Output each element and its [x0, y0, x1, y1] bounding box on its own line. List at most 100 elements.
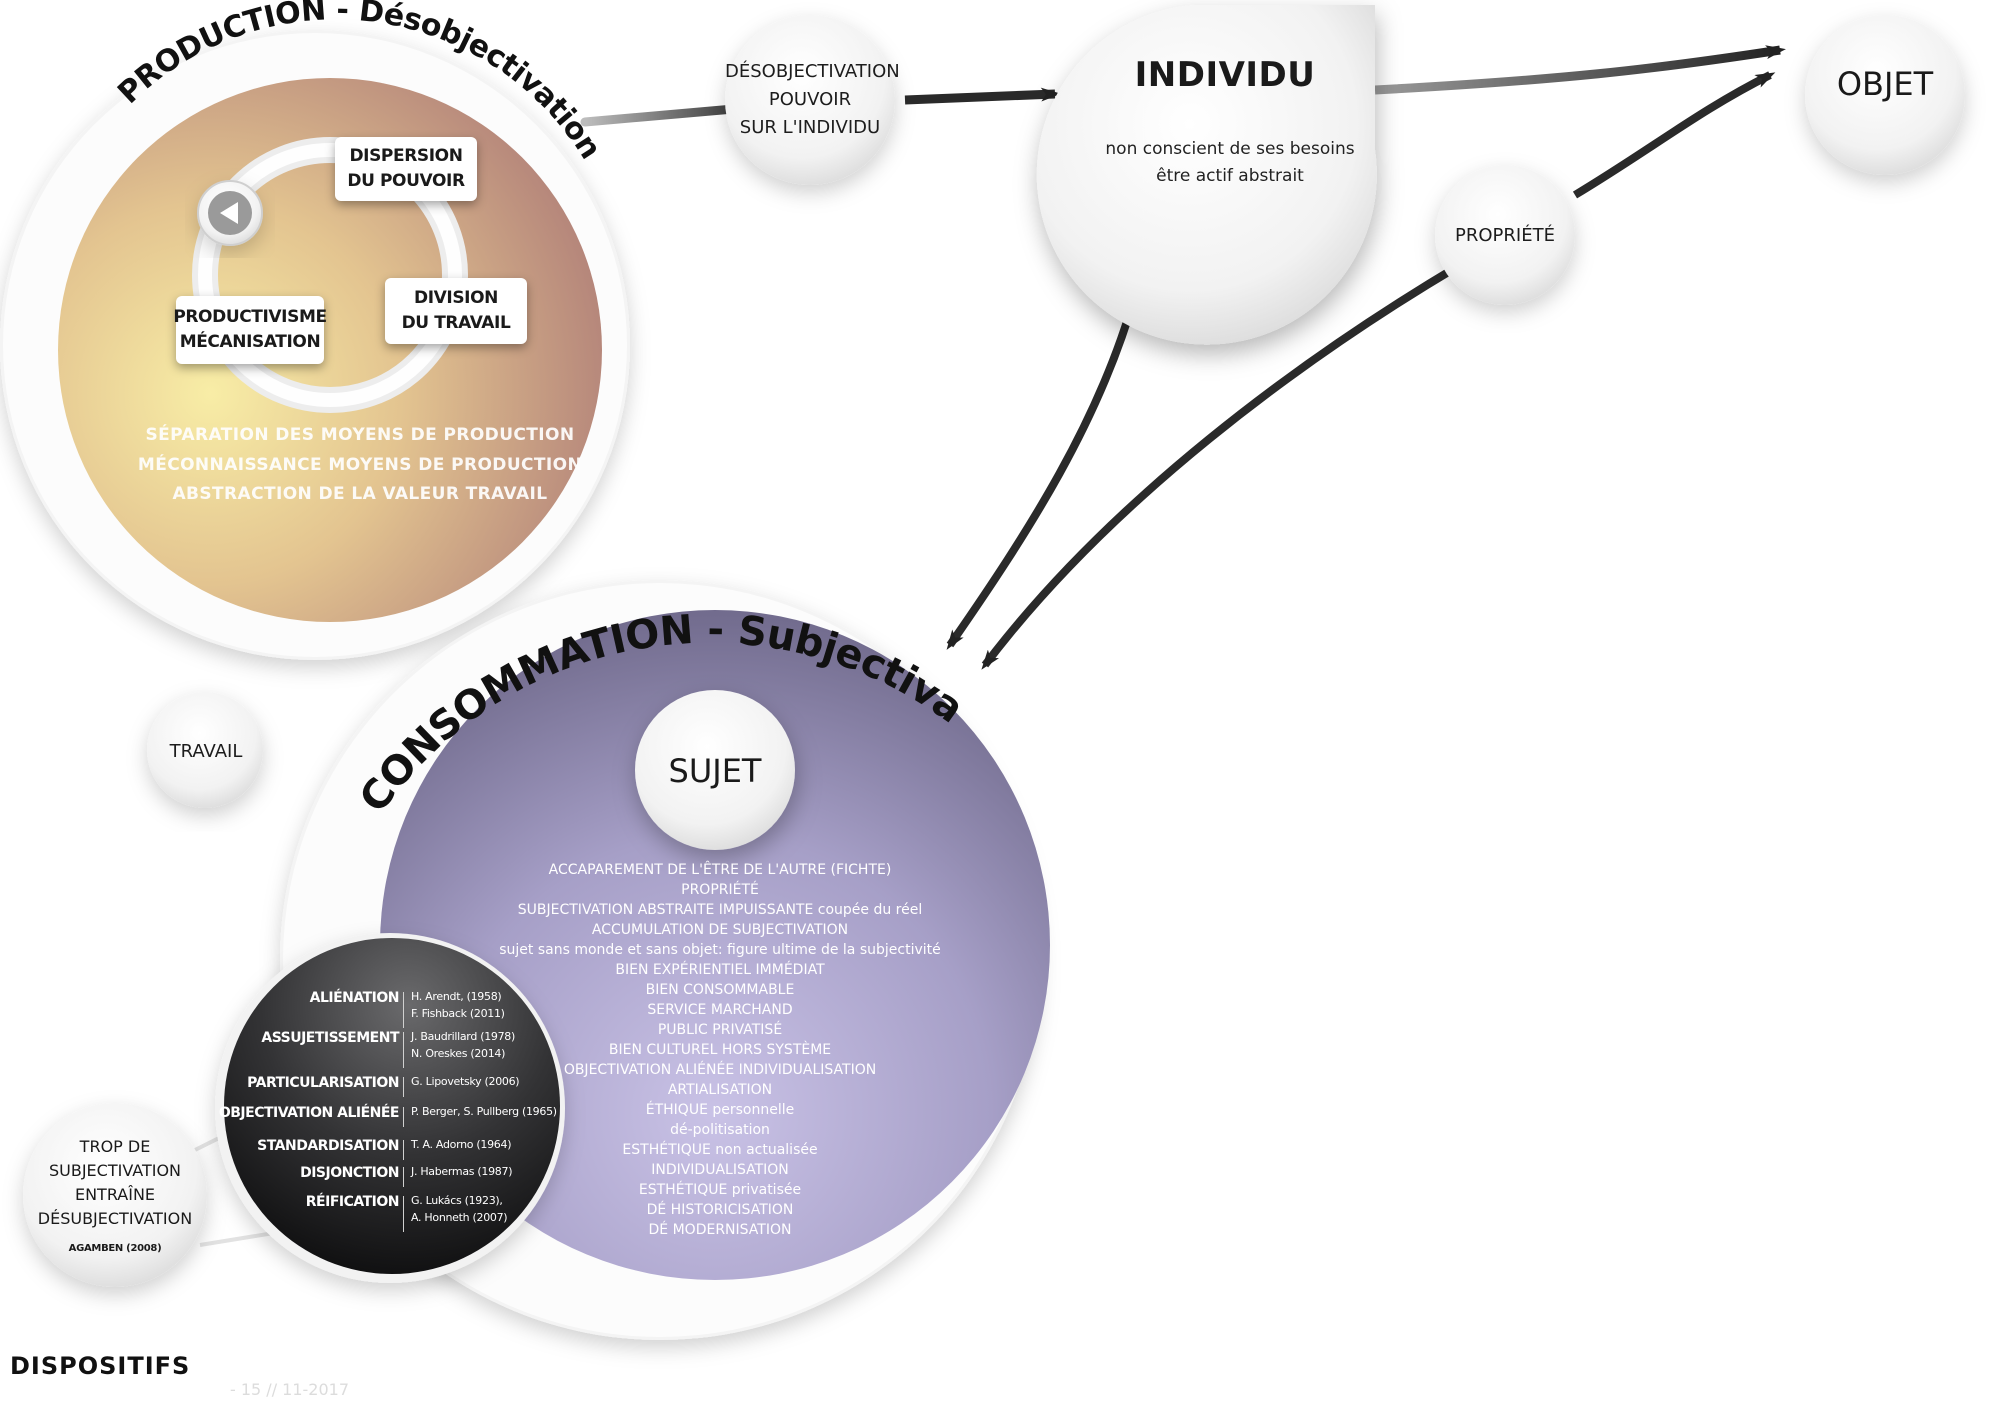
sujet-title: SUJET — [668, 752, 762, 790]
dark-row-ref: F. Fishback (2011) — [411, 1007, 505, 1020]
production-list-item: SÉPARATION DES MOYENS DE PRODUCTION — [145, 425, 575, 445]
dark-row-separator — [403, 1140, 404, 1160]
individu-line: être actif abstrait — [1156, 166, 1304, 186]
connectors — [194, 45, 1786, 1247]
dark-row-term: STANDARDISATION — [257, 1138, 399, 1154]
dispositifs-label: DISPOSITIFS — [10, 1352, 191, 1380]
dark-row-refs: G. Lipovetsky (2006) — [411, 1073, 520, 1090]
dark-circle-row: ALIÉNATION H. Arendt, (1958) F. Fishback (… — [225, 990, 585, 1028]
arrow-individu-objet — [1374, 45, 1786, 95]
dark-row-term: ASSUJETISSEMENT — [261, 1030, 399, 1046]
consommation-list-item: BIEN CONSOMMABLE — [645, 982, 795, 998]
box-productivisme-label: PRODUCTIVISME MÉCANISATION — [173, 307, 327, 352]
consommation-list-item: BIEN CULTUREL HORS SYSTÈME — [608, 1042, 832, 1058]
dark-row-refs: T. A. Adorno (1964) — [411, 1136, 511, 1153]
dark-row-ref: J. Habermas (1987) — [411, 1165, 513, 1178]
dark-row-term: PARTICULARISATION — [247, 1075, 399, 1091]
consommation-list-item: ACCAPAREMENT DE L'ÊTRE DE L'AUTRE (FICHT… — [548, 862, 892, 878]
trop-disc — [23, 1103, 207, 1287]
dark-row-ref: N. Oreskes (2014) — [411, 1047, 506, 1060]
desobj-line: SUR L'INDIVIDU — [739, 117, 881, 138]
dark-row-refs: J. Habermas (1987) — [411, 1163, 513, 1180]
arrow-propriete-objet — [1572, 71, 1776, 199]
production-list-item: ABSTRACTION DE LA VALEUR TRAVAIL — [172, 484, 548, 504]
desobj-line: POUVOIR — [768, 89, 852, 110]
consommation-list-item: INDIVIDUALISATION — [651, 1162, 789, 1178]
consommation-list-item: SUBJECTIVATION ABSTRAITE IMPUISSANTE cou… — [517, 902, 923, 918]
consommation-list-item: ÉTHIQUE personnelle — [645, 1102, 795, 1118]
consommation-list-item: PROPRIÉTÉ — [681, 882, 759, 898]
sujet-disc — [635, 690, 795, 850]
propriete-label: PROPRIÉTÉ — [1455, 225, 1555, 246]
consommation-list-item: SERVICE MARCHAND — [647, 1002, 793, 1018]
dark-row-separator — [403, 1167, 404, 1187]
consommation-list: ACCAPAREMENT DE L'ÊTRE DE L'AUTRE (FICHT… — [480, 860, 960, 1240]
objet-title: OBJET — [1836, 65, 1934, 103]
footer-faint-text: - 15 // 11-2017 — [230, 1380, 350, 1399]
dark-row-term: OBJECTIVATION ALIÉNÉE — [218, 1105, 400, 1121]
production-inner-disc — [58, 78, 602, 622]
arrow-desobj-individu — [904, 87, 1061, 105]
box-division-travail: DIVISION DU TRAVAIL — [385, 278, 527, 344]
objet-disc — [1805, 15, 1965, 175]
box-productivisme: PRODUCTIVISME MÉCANISATION — [173, 296, 327, 364]
dark-circle-row: RÉIFICATION G. Lukács (1923), A. Honneth (… — [225, 1194, 585, 1232]
individu-line: non conscient de ses besoins — [1105, 139, 1355, 159]
production-list-item: MÉCONNAISSANCE MOYENS DE PRODUCTION — [137, 455, 583, 475]
dark-row-ref: G. Lipovetsky (2006) — [411, 1075, 520, 1088]
dark-row-ref: T. A. Adorno (1964) — [411, 1138, 512, 1151]
dark-row-refs: P. Berger, S. Pullberg (1965) — [411, 1103, 557, 1120]
dark-row-term: DISJONCTION — [300, 1165, 399, 1181]
individu-description: non conscient de ses besoins être actif … — [1080, 136, 1380, 190]
dark-row-ref: J. Baudrillard (1978) — [411, 1030, 515, 1043]
trop-line: ENTRAÎNE — [74, 1185, 156, 1204]
desobj-bubble-text: DÉSOBJECTIVATION POUVOIR SUR L'INDIVIDU — [725, 58, 900, 142]
dark-row-separator — [403, 1032, 404, 1068]
travail-disc — [147, 692, 263, 808]
dark-circle-row: PARTICULARISATION G. Lipovetsky (2006) — [225, 1075, 585, 1103]
consommation-list-item: ESTHÉTIQUE non actualisée — [622, 1142, 818, 1158]
consommation-list-item: OBJECTIVATION ALIÉNÉE INDIVIDUALISATION — [563, 1062, 877, 1078]
dark-row-refs: J. Baudrillard (1978) N. Oreskes (2014) — [411, 1028, 515, 1062]
box-dispersion-label: DISPERSION DU POUVOIR — [347, 146, 465, 191]
consommation-list-item: sujet sans monde et sans objet: figure u… — [499, 942, 941, 958]
desobj-bubble-disc — [725, 15, 895, 185]
travail-label: TRAVAIL — [169, 741, 243, 762]
consommation-list-item: BIEN EXPÉRIENTIEL IMMÉDIAT — [615, 962, 825, 978]
individu-disc — [1036, 5, 1377, 345]
dark-row-ref: P. Berger, S. Pullberg (1965) — [411, 1105, 557, 1118]
dark-circle-row: DISJONCTION J. Habermas (1987) — [225, 1165, 585, 1193]
dark-row-ref: G. Lukács (1923), — [411, 1194, 503, 1207]
dark-row-separator — [403, 1107, 404, 1127]
propriete-disc — [1435, 165, 1575, 305]
dark-row-term: ALIÉNATION — [309, 990, 400, 1006]
consommation-list-item: DÉ HISTORICISATION — [646, 1202, 794, 1218]
consommation-list-item: DÉ MODERNISATION — [648, 1222, 792, 1238]
dark-circle — [224, 938, 560, 1274]
dark-row-refs: G. Lukács (1923), A. Honneth (2007) — [411, 1192, 508, 1226]
consommation-list-item: ACCUMULATION DE SUBJECTIVATION — [591, 922, 849, 938]
trop-ref: AGAMBEN (2008) — [68, 1243, 162, 1254]
box-dispersion-pouvoir: DISPERSION DU POUVOIR — [335, 137, 477, 201]
individu-title: INDIVIDU — [1134, 55, 1316, 95]
dark-row-ref: H. Arendt, (1958) — [411, 990, 502, 1003]
consommation-list-item: ARTIALISATION — [667, 1082, 773, 1098]
dark-row-separator — [403, 1196, 404, 1232]
trop-line: DÉSUBJECTIVATION — [37, 1209, 193, 1228]
trop-bubble-text: TROP DE SUBJECTIVATION ENTRAÎNE DÉSUBJEC… — [25, 1135, 205, 1261]
desobj-line: DÉSOBJECTIVATION — [725, 61, 900, 82]
connector-trop-dark-2 — [199, 1230, 281, 1247]
dark-circle-row: STANDARDISATION T. A. Adorno (1964) — [225, 1138, 585, 1166]
dark-circle-row: OBJECTIVATION ALIÉNÉE P. Berger, S. Pullb… — [219, 1103, 585, 1133]
dark-row-term: RÉIFICATION — [305, 1194, 400, 1210]
consommation-list-item: dé-politisation — [670, 1122, 770, 1138]
dark-circle-row: ASSUJETISSEMENT J. Baudrillard (1978) N. O… — [225, 1030, 585, 1068]
consommation-list-item: ESTHÉTIQUE privatisée — [638, 1182, 802, 1198]
box-division-label: DIVISION DU TRAVAIL — [401, 288, 511, 333]
dark-row-separator — [403, 1077, 404, 1097]
dark-row-ref: A. Honneth (2007) — [411, 1211, 508, 1224]
arrow-propriete-consommation — [981, 261, 1463, 670]
dark-row-refs: H. Arendt, (1958) F. Fishback (2011) — [411, 988, 505, 1022]
arrow-individu-consommation — [946, 293, 1139, 650]
